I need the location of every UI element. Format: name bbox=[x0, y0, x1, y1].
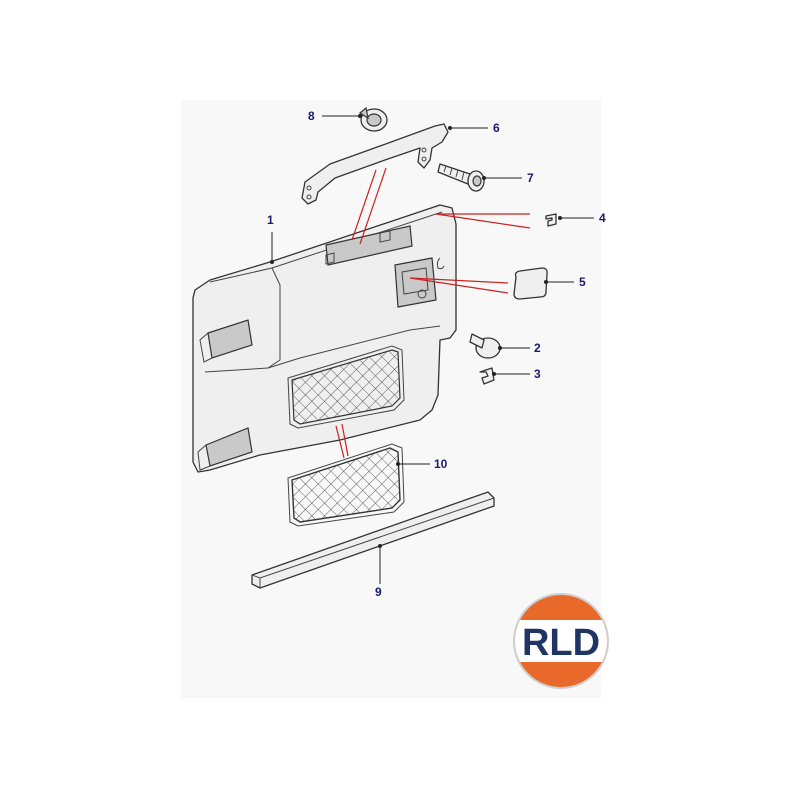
spring-clip bbox=[479, 367, 495, 385]
retaining-clip bbox=[545, 213, 557, 227]
leader-lines bbox=[270, 114, 594, 584]
callout-7: 7 bbox=[527, 171, 534, 185]
callout-4: 4 bbox=[599, 211, 606, 225]
handle-cover-pad bbox=[513, 267, 548, 300]
callout-5: 5 bbox=[579, 275, 586, 289]
screw bbox=[437, 163, 485, 192]
trim-cap bbox=[358, 106, 388, 132]
callout-1: 1 bbox=[267, 213, 274, 227]
door-trim-panel bbox=[192, 204, 457, 473]
callout-10: 10 bbox=[434, 457, 448, 471]
callout-9: 9 bbox=[375, 585, 382, 599]
push-clip bbox=[469, 333, 501, 359]
callout-2: 2 bbox=[534, 341, 541, 355]
logo-text: RLD bbox=[522, 622, 600, 664]
explode-lines bbox=[335, 167, 531, 459]
callout-6: 6 bbox=[493, 121, 500, 135]
callout-3: 3 bbox=[534, 367, 541, 381]
storage-net bbox=[287, 443, 405, 527]
trim-strip bbox=[251, 491, 495, 589]
rld-logo: RLD bbox=[513, 593, 609, 689]
callout-8: 8 bbox=[308, 109, 315, 123]
grab-handle bbox=[301, 123, 449, 205]
